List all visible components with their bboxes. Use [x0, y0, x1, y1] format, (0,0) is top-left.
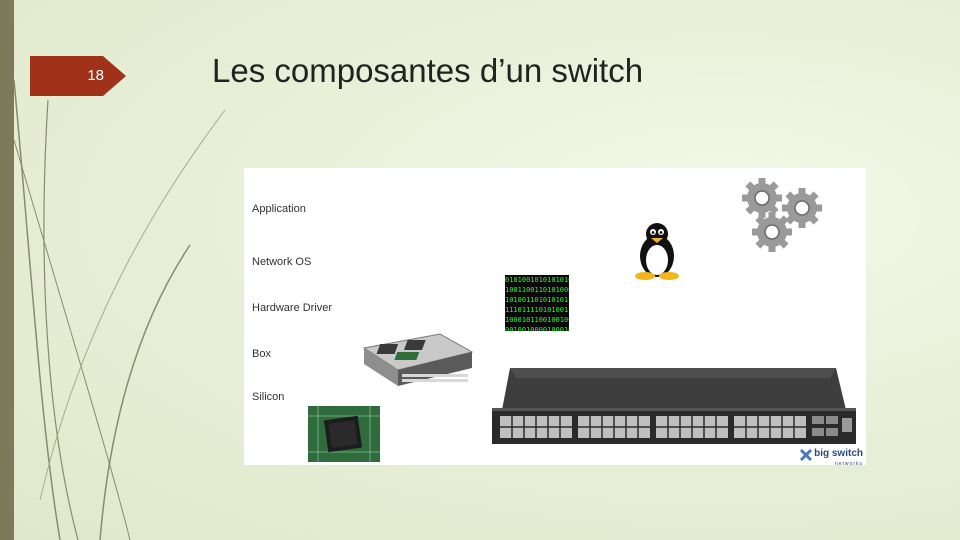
layer-label-box: Box	[252, 348, 271, 360]
big-switch-logo: big switch networks	[797, 445, 866, 465]
big-switch-x-icon	[800, 449, 812, 461]
network-switch-image	[490, 366, 858, 448]
open-server-box-image	[362, 328, 474, 392]
linux-penguin-icon	[630, 220, 684, 280]
binary-code-block: 0101001010101010 1001100110101000 101001…	[505, 275, 569, 331]
layer-label-hardware-driver: Hardware Driver	[252, 302, 332, 314]
layer-label-application: Application	[252, 203, 306, 215]
slide-title: Les composantes d’un switch	[212, 52, 643, 90]
slide-number: 18	[30, 56, 104, 96]
layer-label-silicon: Silicon	[252, 391, 284, 403]
silicon-chip-image	[308, 406, 380, 462]
layer-label-network-os: Network OS	[252, 256, 311, 268]
logo-subtitle: networks	[814, 461, 863, 467]
logo-name: big switch	[814, 448, 863, 459]
gears-icon	[738, 174, 826, 256]
switch-components-figure: Application Network OS Hardware Driver B…	[244, 168, 866, 465]
